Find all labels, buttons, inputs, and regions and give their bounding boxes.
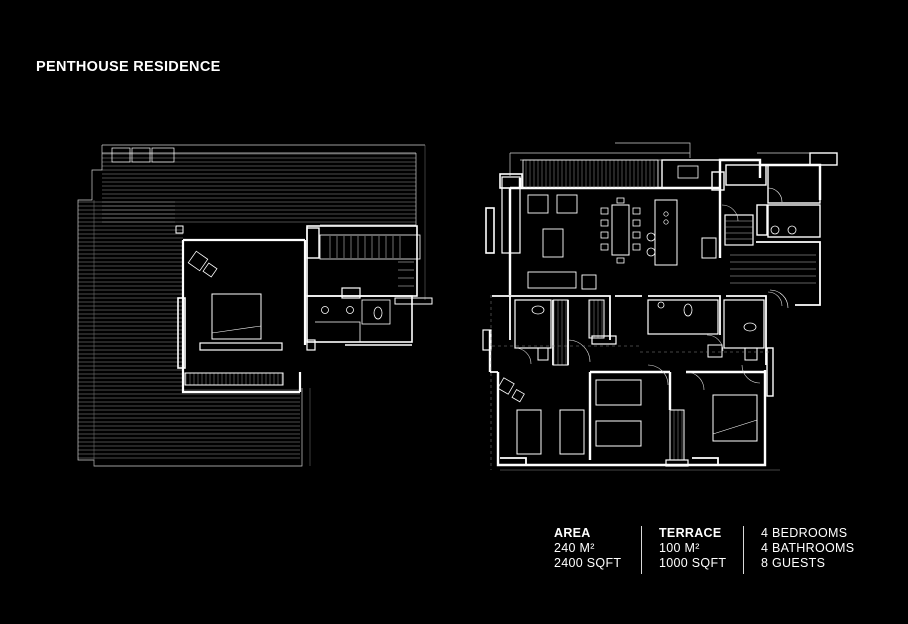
planter [131, 147, 151, 163]
planter [111, 147, 131, 163]
terrace-outline [77, 144, 425, 467]
stats-divider [743, 526, 744, 574]
terrace-decking [78, 153, 416, 460]
master-bedroom-walls [181, 238, 307, 394]
cooktop [663, 219, 669, 225]
planter [151, 147, 175, 163]
bedrooms-count: 4 BEDROOMS [761, 526, 848, 540]
bed [559, 409, 585, 455]
bathroom [306, 295, 413, 343]
area-metric: 240 M² [554, 541, 595, 555]
armchair [527, 194, 549, 214]
interior-wall [492, 295, 767, 365]
kitchen-counter [661, 159, 721, 189]
bed [516, 409, 542, 455]
lounge-chair [187, 250, 209, 272]
terrace-stat: TERRACE 100 M² 1000 SQFT [641, 526, 743, 571]
balcony-louver [522, 159, 659, 189]
stair [724, 214, 754, 246]
main-level-plan [482, 142, 838, 471]
bathroom [723, 299, 765, 349]
coffee-table [542, 228, 564, 258]
toilet [373, 306, 383, 320]
sink [770, 225, 780, 235]
bed [595, 420, 642, 447]
armchair [556, 194, 578, 214]
terrace-imperial: 1000 SQFT [659, 556, 727, 570]
terrace-label: TERRACE [659, 526, 722, 540]
kitchen-island [654, 199, 678, 266]
stair-block [306, 225, 418, 297]
bedroom-walls [488, 330, 767, 467]
page-title: PENTHOUSE RESIDENCE [36, 59, 221, 75]
bathroom [514, 299, 552, 349]
sink [321, 306, 329, 314]
sofa [527, 271, 577, 289]
terrace-metric: 100 M² [659, 541, 700, 555]
lounge-chair [202, 262, 218, 278]
sink [346, 306, 354, 314]
bed [595, 379, 642, 406]
rooms-stat: 4 BEDROOMS 4 BATHROOMS 8 GUESTS [743, 526, 854, 571]
stats-divider [641, 526, 642, 574]
area-label: AREA [554, 526, 591, 540]
dining-table [611, 204, 630, 256]
upper-level-plan [77, 144, 433, 467]
bed [211, 293, 262, 340]
bed [712, 394, 758, 442]
guests-count: 8 GUESTS [761, 556, 826, 570]
area-imperial: 2400 SQFT [554, 556, 622, 570]
sink [787, 225, 797, 235]
lounge-chair [497, 377, 515, 395]
sink [657, 301, 665, 309]
cooktop [663, 211, 669, 217]
toilet [531, 305, 545, 315]
bathrooms-count: 4 BATHROOMS [761, 541, 855, 555]
utility-room [725, 164, 767, 186]
toilet [743, 322, 757, 332]
bathroom [647, 299, 719, 335]
toilet [683, 303, 693, 317]
area-stat: AREA 240 M² 2400 SQFT [554, 526, 641, 571]
property-stats: AREA 240 M² 2400 SQFT TERRACE 100 M² 100… [554, 526, 854, 574]
